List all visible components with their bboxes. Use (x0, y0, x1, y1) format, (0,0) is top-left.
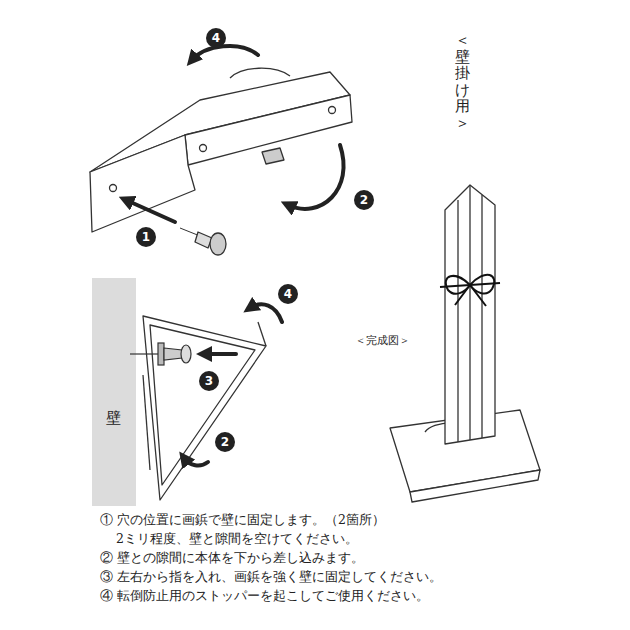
heading-vertical: ＜壁掛け用＞ (455, 32, 470, 131)
callout-number: 4 (206, 28, 226, 48)
callout-number: 4 (278, 284, 298, 304)
callout-number: 1 (136, 227, 156, 247)
callout-number: 2 (354, 190, 374, 210)
instruction-line: ② 壁との隙間に本体を下から差し込みます。 (100, 550, 364, 567)
instruction-line: ④ 転倒防止用のストッパーを起こしてご使用ください。 (100, 588, 429, 605)
callout-number: 3 (199, 371, 219, 391)
wall-label: 壁 (106, 410, 121, 427)
instruction-line: ① 穴の位置に画鋲で壁に固定します。（2箇所） (100, 512, 385, 529)
instruction-line: ③ 左右から指を入れ、画鋲を強く壁に固定してください。 (100, 569, 442, 586)
instruction-line: 2ミリ程度、壁と隙間を空けてください。 (116, 531, 358, 548)
callout-number: 2 (215, 432, 235, 452)
view-caption: ＜完成図＞ (355, 333, 410, 348)
